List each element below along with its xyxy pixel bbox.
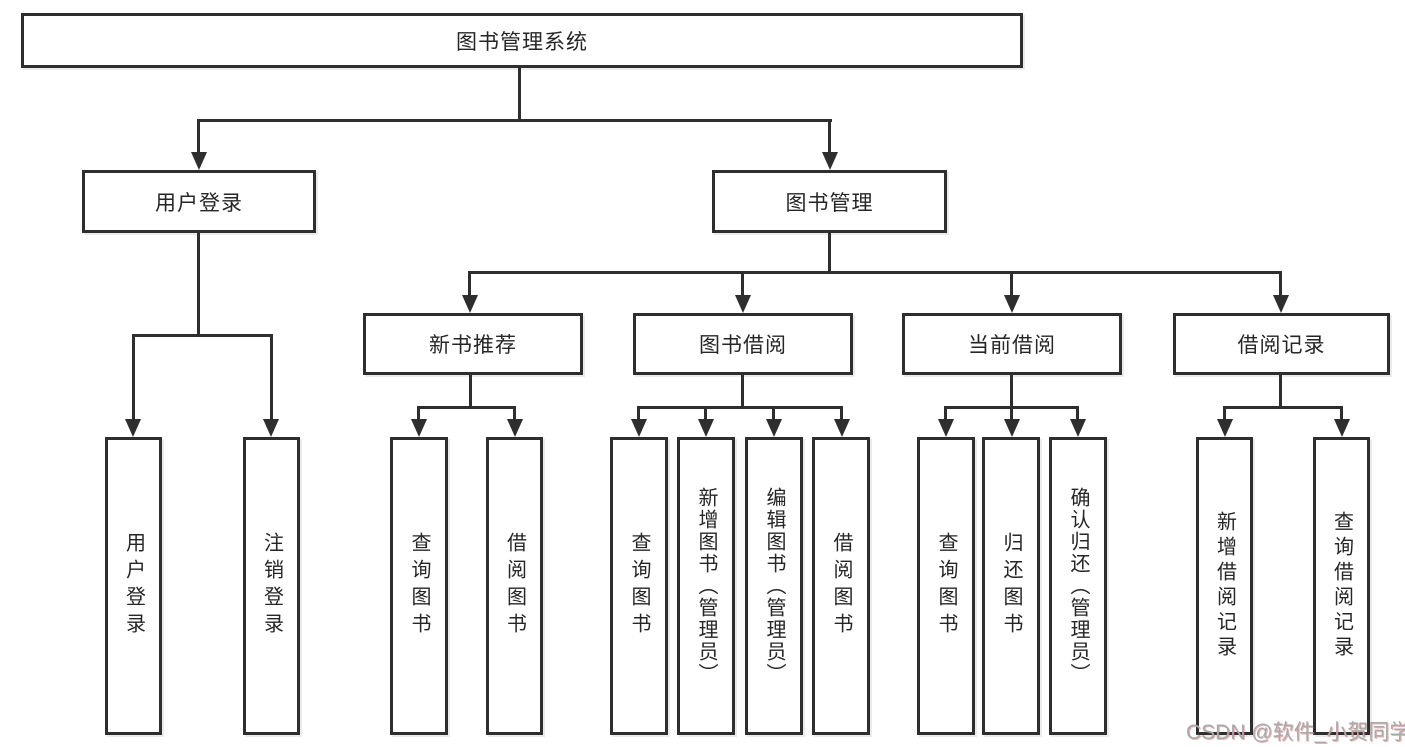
leaf-add-borrow-record: 新增借阅记录 — [1196, 437, 1253, 735]
connector-line — [828, 119, 831, 156]
leaf-edit-book-admin: 编辑图书（管理员） — [745, 437, 803, 735]
leaf-user-login: 用户登录 — [105, 437, 162, 735]
connector-line — [197, 119, 832, 122]
arrow-down-icon — [1004, 295, 1020, 313]
connector-line — [741, 271, 744, 299]
connector-line — [944, 406, 947, 422]
leaf-query-book-2: 查询图书 — [610, 437, 668, 735]
arrow-down-icon — [1217, 419, 1233, 437]
leaf-add-book-admin: 新增图书（管理员） — [677, 437, 735, 735]
arrow-down-icon — [698, 419, 714, 437]
arrow-down-icon — [822, 152, 838, 170]
leaf-query-book-3: 查询图书 — [917, 437, 975, 735]
node-new-book-recommend: 新书推荐 — [363, 313, 583, 375]
arrow-down-icon — [125, 419, 141, 437]
connector-line — [828, 233, 831, 273]
connector-line — [1279, 375, 1282, 409]
arrow-down-icon — [766, 419, 782, 437]
connector-line — [469, 375, 472, 409]
connector-line — [197, 233, 200, 336]
arrow-down-icon — [507, 419, 523, 437]
connector-line — [468, 271, 1282, 274]
arrow-down-icon — [1070, 419, 1086, 437]
connector-line — [417, 406, 516, 409]
connector-line — [1340, 406, 1343, 422]
arrow-down-icon — [1334, 419, 1350, 437]
connector-line — [637, 406, 843, 409]
connector-line — [1010, 406, 1013, 422]
arrow-down-icon — [462, 295, 478, 313]
arrow-down-icon — [834, 419, 850, 437]
arrow-down-icon — [1273, 295, 1289, 313]
connector-line — [468, 271, 471, 299]
connector-line — [1076, 406, 1079, 422]
connector-line — [197, 119, 200, 156]
connector-line — [1010, 375, 1013, 409]
connector-line — [840, 406, 843, 422]
node-book-management: 图书管理 — [712, 170, 947, 233]
leaf-query-book-1: 查询图书 — [390, 437, 448, 735]
connector-line — [417, 406, 420, 422]
arrow-down-icon — [938, 419, 954, 437]
leaf-logout: 注销登录 — [243, 437, 300, 735]
connector-line — [513, 406, 516, 422]
connector-line — [637, 406, 640, 422]
node-user-login: 用户登录 — [82, 170, 316, 233]
leaf-return-book: 归还图书 — [982, 437, 1040, 735]
arrow-down-icon — [631, 419, 647, 437]
connector-line — [1279, 271, 1282, 299]
arrow-down-icon — [411, 419, 427, 437]
leaf-borrow-book-1: 借阅图书 — [486, 437, 543, 735]
node-book-borrow: 图书借阅 — [633, 313, 853, 375]
arrow-down-icon — [735, 295, 751, 313]
connector-line — [772, 406, 775, 422]
connector-line — [518, 68, 521, 121]
leaf-borrow-book-2: 借阅图书 — [812, 437, 870, 735]
arrow-down-icon — [191, 152, 207, 170]
node-current-borrow: 当前借阅 — [902, 313, 1122, 375]
watermark: CSDN @软件_小贺同学 — [1186, 721, 1405, 744]
connector-line — [704, 406, 707, 422]
node-root: 图书管理系统 — [21, 13, 1023, 68]
connector-line — [741, 375, 744, 409]
connector-line — [132, 334, 135, 422]
connector-line — [270, 334, 273, 422]
connector-line — [1223, 406, 1343, 409]
connector-line — [1223, 406, 1226, 422]
leaf-query-borrow-record: 查询借阅记录 — [1313, 437, 1370, 735]
connector-line — [132, 334, 273, 337]
arrow-down-icon — [1004, 419, 1020, 437]
node-borrow-records: 借阅记录 — [1173, 313, 1390, 375]
connector-line — [1010, 271, 1013, 299]
leaf-confirm-return-admin: 确认归还（管理员） — [1049, 437, 1107, 735]
arrow-down-icon — [263, 419, 279, 437]
